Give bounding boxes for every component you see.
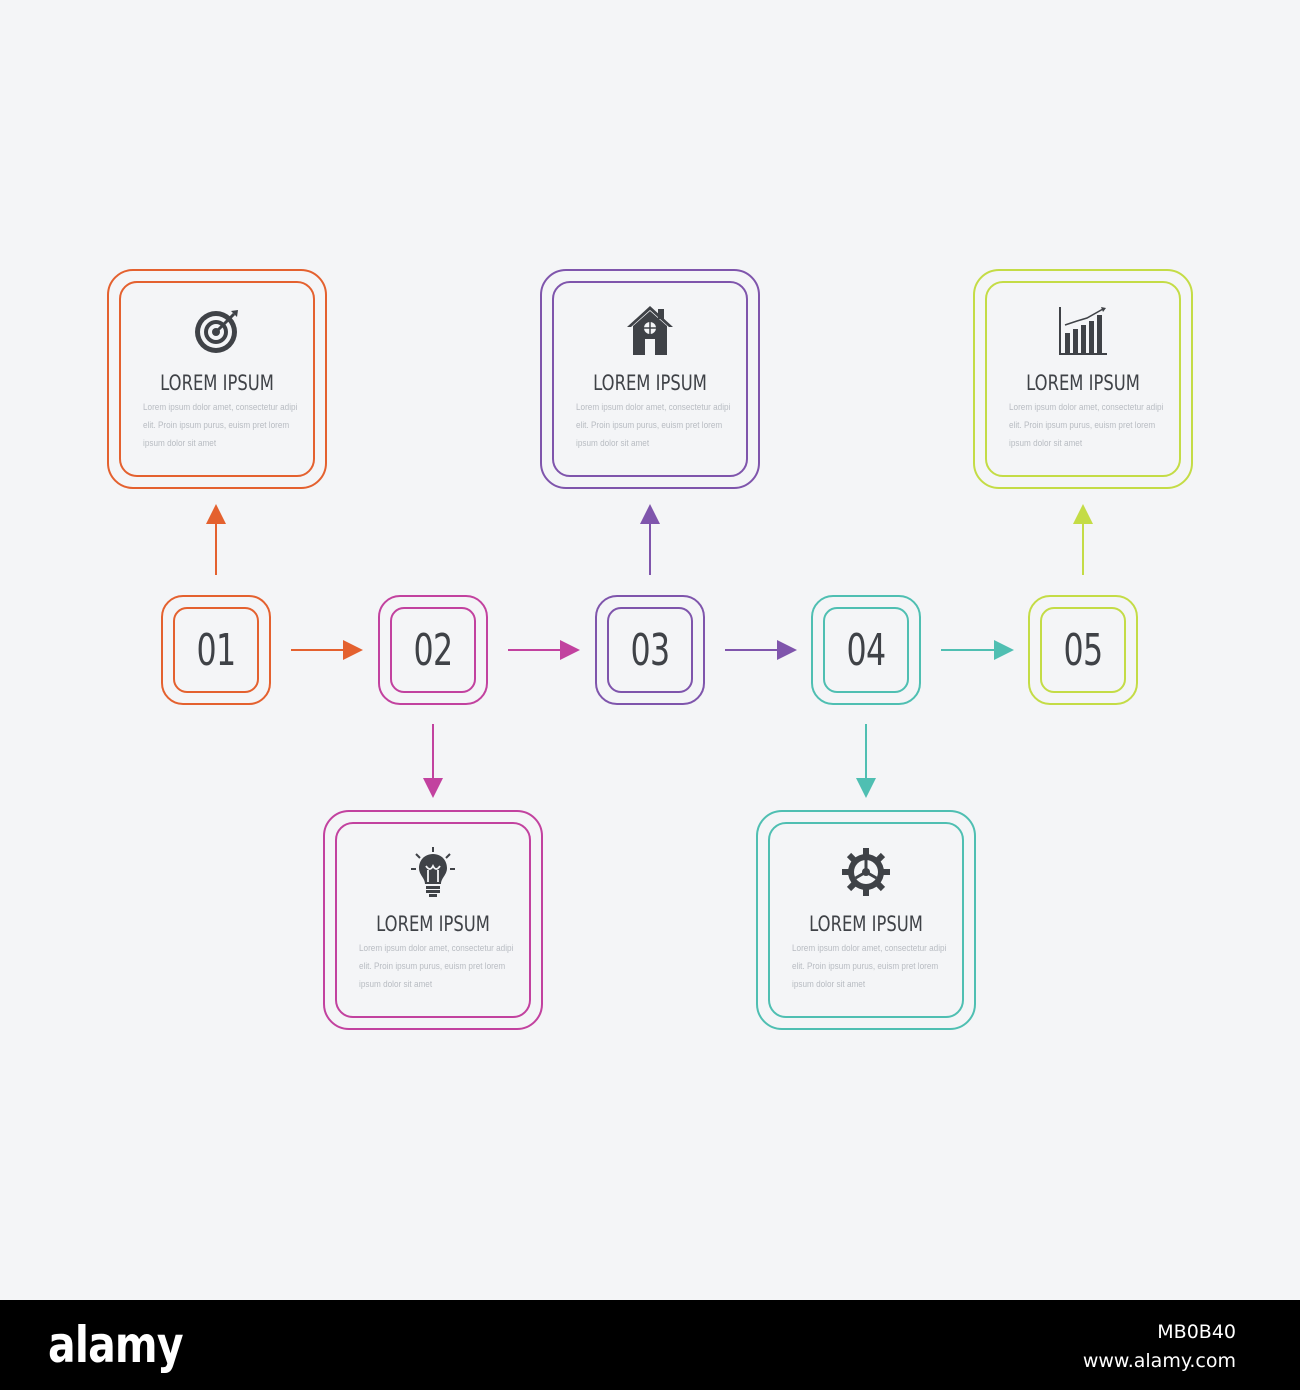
connector-arrows: [206, 504, 1093, 798]
card-02-title: LOREM IPSUM: [376, 912, 490, 936]
card-02-body-line: ipsum dolor sit amet: [359, 979, 433, 990]
card-02-body-line: elit. Proin ipsum purus, euism pret lore…: [359, 961, 506, 972]
card-04-body-line: ipsum dolor sit amet: [792, 979, 866, 990]
card-05-body-line: ipsum dolor sit amet: [1009, 438, 1083, 449]
bar-chart-icon: [1059, 307, 1107, 355]
footer-bar: alamy MB0B40 www.alamy.com: [0, 1300, 1300, 1390]
card-04-body-line: elit. Proin ipsum purus, euism pret lore…: [792, 961, 939, 972]
step-03-number: 03: [630, 624, 671, 676]
card-05-body: Lorem ipsum dolor amet, consectetur adip…: [1009, 399, 1164, 453]
card-04-body-line: Lorem ipsum dolor amet, consectetur adip…: [792, 943, 947, 954]
footer-url: www.alamy.com: [1082, 1350, 1236, 1372]
gear-icon: [842, 848, 890, 896]
card-03-title: LOREM IPSUM: [593, 371, 707, 395]
card-04: LOREM IPSUM Lorem ipsum dolor amet, cons…: [756, 810, 976, 1030]
card-01: LOREM IPSUM Lorem ipsum dolor amet, cons…: [107, 269, 327, 489]
card-01-body-line: Lorem ipsum dolor amet, consectetur adip…: [143, 402, 298, 413]
step-01-box: 01: [161, 595, 271, 705]
card-03-body-line: elit. Proin ipsum purus, euism pret lore…: [576, 420, 723, 431]
card-05-title: LOREM IPSUM: [1026, 371, 1140, 395]
card-04-body: Lorem ipsum dolor amet, consectetur adip…: [792, 940, 947, 994]
lightbulb-icon: [411, 847, 455, 897]
footer-image-id: MB0B40: [1157, 1321, 1236, 1343]
step-05-number: 05: [1063, 624, 1104, 676]
card-01-body-line: elit. Proin ipsum purus, euism pret lore…: [143, 420, 290, 431]
card-02-body-line: Lorem ipsum dolor amet, consectetur adip…: [359, 943, 514, 954]
card-02-body: Lorem ipsum dolor amet, consectetur adip…: [359, 940, 514, 994]
card-01-body: Lorem ipsum dolor amet, consectetur adip…: [143, 399, 298, 453]
house-icon: [627, 306, 673, 355]
card-05-body-line: Lorem ipsum dolor amet, consectetur adip…: [1009, 402, 1164, 413]
card-03-body-line: ipsum dolor sit amet: [576, 438, 650, 449]
card-03: LOREM IPSUM Lorem ipsum dolor amet, cons…: [540, 269, 760, 489]
step-04-number: 04: [846, 624, 887, 676]
step-03-box: 03: [595, 595, 705, 705]
card-02: LOREM IPSUM Lorem ipsum dolor amet, cons…: [323, 810, 543, 1030]
footer-logo: alamy: [48, 1316, 184, 1374]
target-icon: [195, 310, 238, 353]
card-03-body-line: Lorem ipsum dolor amet, consectetur adip…: [576, 402, 731, 413]
step-02-box: 02: [378, 595, 488, 705]
card-01-body-line: ipsum dolor sit amet: [143, 438, 217, 449]
card-04-title: LOREM IPSUM: [809, 912, 923, 936]
card-03-body: Lorem ipsum dolor amet, consectetur adip…: [576, 399, 731, 453]
step-01-number: 01: [196, 624, 237, 676]
card-05-body-line: elit. Proin ipsum purus, euism pret lore…: [1009, 420, 1156, 431]
card-01-title: LOREM IPSUM: [160, 371, 274, 395]
infographic-canvas: 01 02 03 04 05 LOREM IPSUM Lorem ipsum d…: [107, 269, 1193, 1030]
step-05-box: 05: [1028, 595, 1138, 705]
card-05: LOREM IPSUM Lorem ipsum dolor amet, cons…: [973, 269, 1193, 489]
step-04-box: 04: [811, 595, 921, 705]
step-02-number: 02: [413, 624, 454, 676]
